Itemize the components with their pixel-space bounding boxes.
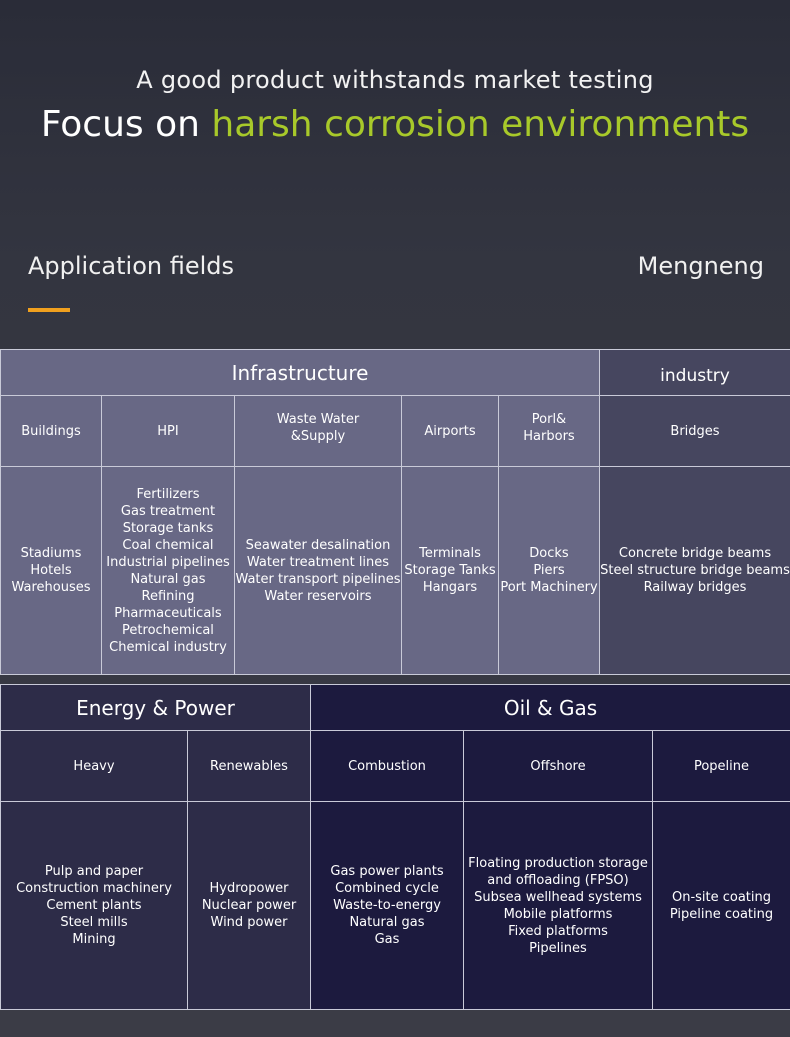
cell-text-line: Warehouses — [11, 580, 91, 595]
cell-text-line: Gas — [374, 932, 400, 947]
cell-text-line: Floating production storage — [468, 855, 648, 871]
column-header: Heavy — [1, 731, 188, 802]
cell-text-line: Coal chemical — [122, 537, 214, 553]
cell-text-line: Wind power — [210, 915, 288, 930]
cell-text-line: Heavy — [73, 758, 115, 774]
energy-oilgas-table: Energy & Power Oil & Gas Heavy Renewable… — [0, 684, 790, 1010]
cell-text-line: Chemical industry — [109, 639, 227, 655]
headline-accent: harsh corrosion environments — [211, 104, 750, 145]
brand-name: Mengneng — [637, 252, 764, 280]
cell-text-line: Subsea wellhead systems — [474, 889, 642, 905]
cell-text-line: Refining — [141, 588, 195, 604]
group-infrastructure: Infrastructure — [1, 350, 600, 396]
column-header: Offshore — [464, 731, 653, 802]
cell-text-line: Storage tanks — [122, 520, 214, 536]
group-energy-power: Energy & Power — [1, 685, 311, 731]
cell-text-line: and offloading (FPSO) — [487, 872, 629, 888]
cell-text-line: Terminals — [419, 546, 481, 561]
cell-text-line: &Supply — [290, 429, 346, 444]
section-title: Application fields — [28, 252, 235, 280]
cell-text-line: Port Machinery — [500, 580, 598, 595]
cell-text-line: Hotels — [30, 563, 72, 578]
cell-text-line: Piers — [533, 563, 565, 578]
column-header: HPI — [102, 396, 235, 467]
group-oil-gas: Oil & Gas — [311, 685, 790, 731]
headline-prefix: Focus on — [40, 104, 212, 145]
cell-text-line: Combined cycle — [335, 881, 439, 896]
column-header: Airports — [402, 396, 499, 467]
cell-text-line: Waste-to-energy — [333, 898, 441, 913]
cell-text-line: Industrial pipelines — [106, 554, 230, 570]
headline: Focus on harsh corrosion environments — [0, 104, 790, 145]
cell-text-line: Pulp and paper — [44, 864, 144, 879]
cell-text-line: Gas power plants — [330, 864, 444, 879]
cell-text-line: Popeline — [693, 758, 750, 774]
cell-text-line: Pharmaceuticals — [114, 605, 222, 621]
cell-text-line: Seawater desalination — [245, 537, 391, 553]
cell-text-line: Concrete bridge beams — [618, 546, 772, 561]
cell-text-line: Nuclear power — [201, 898, 297, 913]
cell-text-line: Stadiums — [20, 546, 82, 561]
cell-text-line: Natural gas — [349, 915, 425, 930]
cell-text-line: Steel mills — [60, 915, 128, 930]
cell-text-line: Offshore — [530, 758, 586, 774]
cell-text-line: Airports — [424, 423, 476, 439]
cell-text-line: Harbors — [523, 429, 575, 444]
infrastructure-industry-table: Infrastructure industry Buildings HPI Wa… — [0, 349, 790, 675]
cell-text-line: Docks — [529, 546, 569, 561]
cell-text-line: Buildings — [21, 423, 81, 439]
cell-text-line: Hangars — [422, 580, 478, 595]
column-header: Buildings — [1, 396, 102, 467]
cell-text-line: Steel structure bridge beams — [600, 563, 790, 578]
cell-text-line: Construction machinery — [16, 881, 172, 896]
cell-text-line: Combustion — [348, 758, 426, 774]
column-header: Bridges — [600, 396, 790, 467]
cell-text-line: On-site coating — [671, 889, 772, 905]
cell-text-line: Cement plants — [46, 898, 142, 913]
column-header: Waste Water&Supply — [235, 396, 402, 467]
cell-text-line: Storage Tanks — [404, 563, 496, 578]
cell-text-line: Water reservoirs — [264, 588, 372, 604]
cell-text-line: Petrochemical — [122, 622, 214, 638]
subtitle: A good product withstands market testing — [136, 66, 654, 94]
bottom-strip — [0, 1010, 790, 1037]
group-industry: industry — [600, 350, 790, 396]
cell-text-line: Hydropower — [209, 881, 289, 896]
cell-text-line: Renewables — [210, 758, 288, 774]
cell-text-line: Water transport pipelines — [235, 571, 401, 587]
column-header: Renewables — [188, 731, 311, 802]
accent-underline — [28, 308, 70, 312]
cell-text-line: Pipelines — [529, 940, 587, 956]
cell-text-line: HPI — [157, 423, 179, 439]
cell-text-line: Water treatment lines — [246, 554, 390, 570]
cell-text-line: Gas treatment — [120, 503, 216, 519]
cell-text-line: Mining — [72, 932, 116, 947]
cell-text-line: Waste Water — [276, 412, 360, 427]
cell-text-line: Fixed platforms — [508, 923, 608, 939]
cell-text-line: Mobile platforms — [503, 906, 613, 922]
column-header: Porl&Harbors — [499, 396, 600, 467]
cell-text-line: Bridges — [670, 423, 720, 439]
column-header: Popeline — [653, 731, 790, 802]
cell-text-line: Natural gas — [130, 571, 206, 587]
cell-text-line: Pipeline coating — [669, 906, 774, 922]
cell-text-line: Railway bridges — [643, 580, 747, 595]
cell-text-line: Fertilizers — [136, 486, 200, 502]
cell-text-line: Porl& — [531, 412, 567, 427]
column-header: Combustion — [311, 731, 464, 802]
